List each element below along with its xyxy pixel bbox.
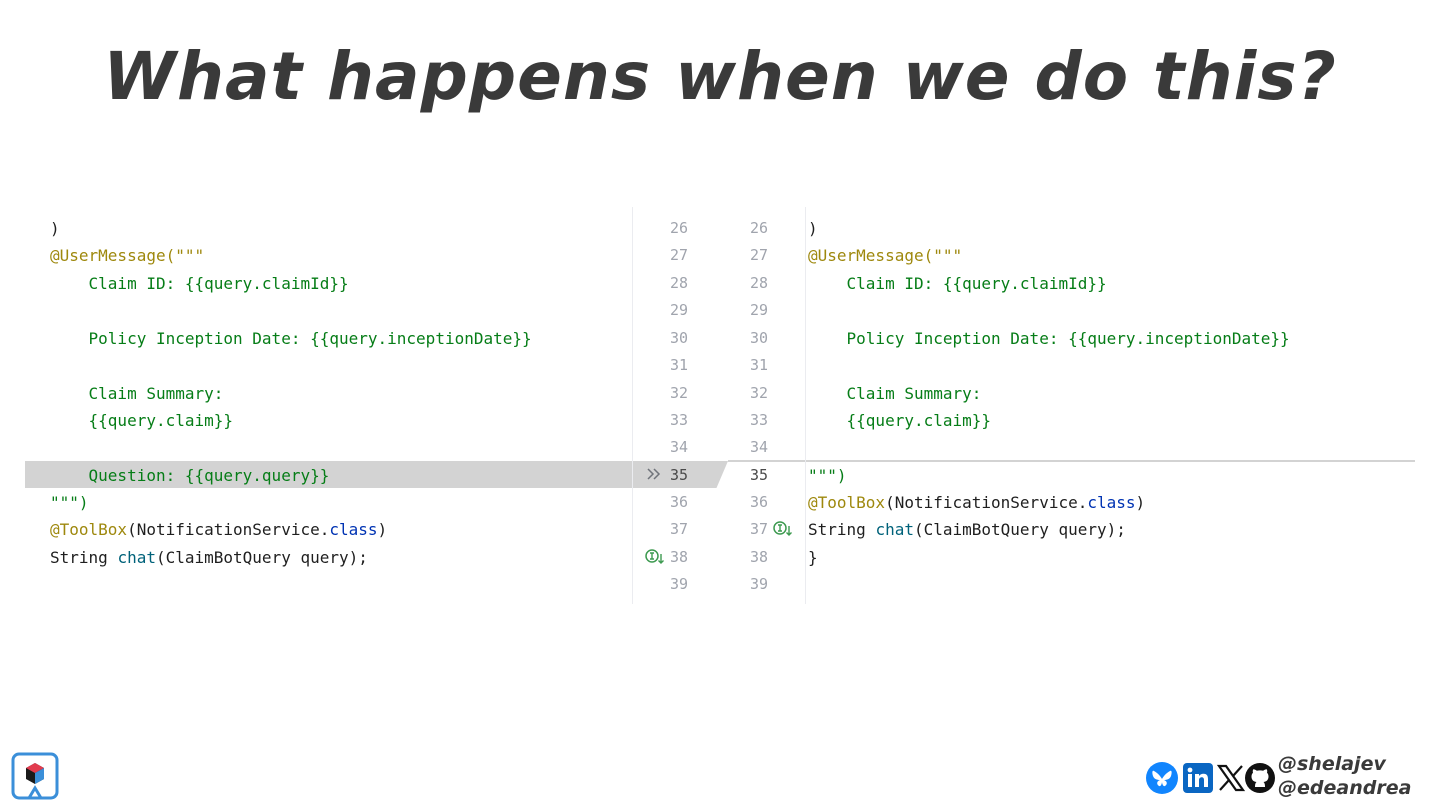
- implemented-method-icon[interactable]: [773, 520, 793, 538]
- code-line: String chat(ClaimBotQuery query);: [50, 548, 368, 567]
- line-number: 31: [749, 356, 768, 374]
- line-number: 37: [749, 520, 768, 538]
- code-line: Policy Inception Date: {{query.inception…: [808, 329, 1290, 348]
- code-line: {{query.claim}}: [50, 411, 234, 430]
- slide-title: What happens when we do this?: [103, 38, 1337, 115]
- code-line: """): [808, 466, 847, 485]
- line-number: 26: [749, 219, 768, 237]
- line-number: 39: [669, 575, 688, 593]
- code-line: """): [50, 493, 89, 512]
- code-line: Claim Summary:: [808, 384, 982, 403]
- line-number: 27: [749, 246, 768, 264]
- line-number: 29: [669, 301, 688, 319]
- deletion-marker-line: [728, 460, 1415, 462]
- gutter-divider-left: [632, 207, 633, 604]
- github-icon[interactable]: [1244, 762, 1276, 794]
- line-number: 39: [749, 575, 768, 593]
- line-number: 30: [669, 329, 688, 347]
- line-number: 28: [669, 274, 688, 292]
- linkedin-icon[interactable]: [1182, 762, 1214, 794]
- line-number: 34: [669, 438, 688, 456]
- code-line: Claim Summary:: [50, 384, 224, 403]
- code-line: String chat(ClaimBotQuery query);: [808, 520, 1126, 539]
- handle-shelajev[interactable]: @shelajev: [1278, 753, 1386, 775]
- code-line: }: [808, 548, 818, 567]
- social-handles: @shelajev @edeandrea: [1278, 752, 1411, 800]
- line-number: 38: [749, 548, 768, 566]
- line-number: 29: [749, 301, 768, 319]
- x-icon[interactable]: [1216, 763, 1246, 793]
- handle-edeandrea[interactable]: @edeandrea: [1278, 777, 1412, 799]
- code-line: ): [808, 219, 818, 238]
- code-line: @UserMessage(""": [50, 246, 205, 265]
- line-number: 33: [669, 411, 688, 429]
- line-number: 36: [669, 493, 688, 511]
- line-number: 31: [669, 356, 688, 374]
- brand-logo-icon: [11, 752, 59, 800]
- line-number: 26: [669, 219, 688, 237]
- line-number: 33: [749, 411, 768, 429]
- line-number: 27: [669, 246, 688, 264]
- bluesky-icon[interactable]: [1145, 761, 1179, 795]
- line-number: 34: [749, 438, 768, 456]
- line-number: 36: [749, 493, 768, 511]
- line-number: 37: [669, 520, 688, 538]
- code-line: @ToolBox(NotificationService.class): [808, 493, 1146, 512]
- double-chevron-right-icon[interactable]: [646, 466, 662, 482]
- line-number: 28: [749, 274, 768, 292]
- line-number: 38: [669, 548, 688, 566]
- gutter-divider-right: [805, 207, 806, 604]
- line-number: 30: [749, 329, 768, 347]
- code-line: Policy Inception Date: {{query.inception…: [50, 329, 532, 348]
- implemented-method-icon[interactable]: [645, 548, 665, 566]
- line-number: 35: [749, 466, 768, 484]
- changed-line-highlight: [25, 461, 632, 488]
- code-line: Claim ID: {{query.claimId}}: [808, 274, 1107, 293]
- line-number: 32: [749, 384, 768, 402]
- line-number: 35: [669, 466, 688, 484]
- code-line: {{query.claim}}: [808, 411, 992, 430]
- code-line: ): [50, 219, 60, 238]
- code-line: @UserMessage(""": [808, 246, 963, 265]
- code-line: Claim ID: {{query.claimId}}: [50, 274, 349, 293]
- code-line-changed: Question: {{query.query}}: [50, 466, 330, 485]
- code-line: @ToolBox(NotificationService.class): [50, 520, 388, 539]
- line-number: 32: [669, 384, 688, 402]
- changed-line-gutter-highlight: [632, 461, 728, 488]
